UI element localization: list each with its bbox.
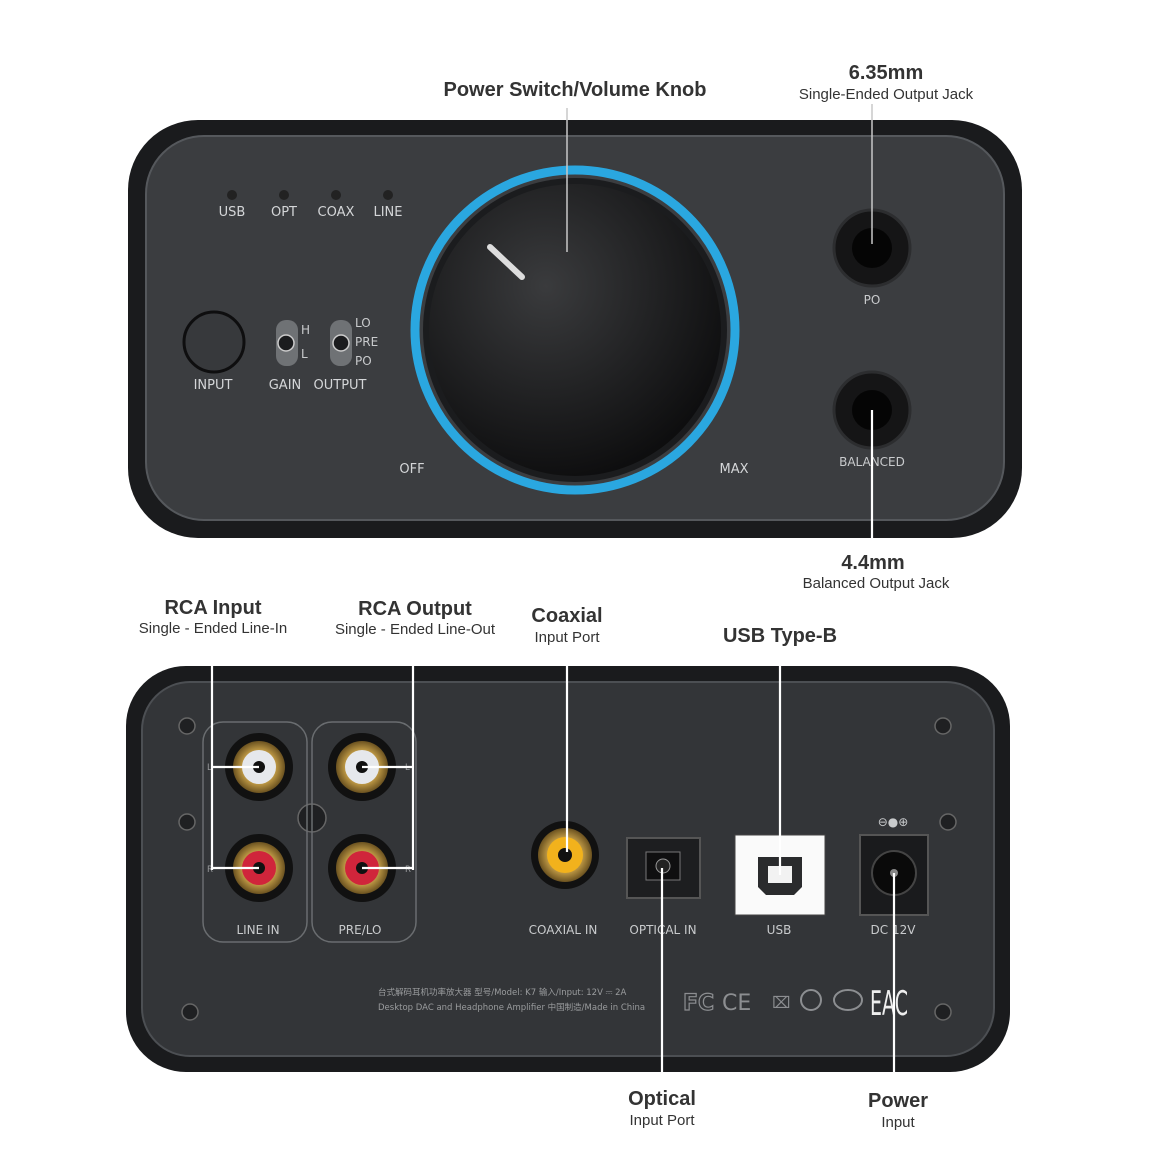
output-po-label: PO — [355, 354, 372, 368]
coaxial-in-label: COAXIAL IN — [529, 923, 598, 937]
volume-knob[interactable] — [410, 165, 740, 495]
gain-switch[interactable]: H L GAIN — [269, 320, 310, 393]
rca-in-callout-title: RCA Input — [164, 597, 261, 619]
knob-max-label: MAX — [719, 462, 748, 477]
coaxial-jack[interactable] — [531, 821, 599, 889]
output-label: OUTPUT — [314, 378, 367, 393]
optical-port[interactable] — [626, 837, 701, 899]
input-button[interactable] — [182, 310, 246, 374]
power-callout-subtitle: Input — [881, 1114, 915, 1131]
usb-label: USB — [767, 923, 792, 937]
knob-callout-title: Power Switch/Volume Knob — [444, 79, 707, 101]
knob-off-label: OFF — [399, 462, 424, 477]
rca-in-leader-line — [210, 640, 259, 870]
info-line-1: 台式解码耳机功率放大器 型号/Model: K7 输入/Input: 12V ⎓… — [378, 987, 627, 998]
eac-logo: EAC — [870, 984, 908, 1024]
gain-label: GAIN — [269, 378, 302, 393]
front-panel: USB OPT COAX LINE INPUT H L GAIN LO PRE … — [128, 120, 1022, 538]
indicator-opt: OPT — [271, 205, 297, 220]
ce-logo: CE — [722, 991, 751, 1016]
pre-lo-group — [311, 721, 417, 943]
line-in-l-mark: L — [207, 763, 212, 773]
pre-lo-label: PRE/LO — [339, 923, 382, 937]
output-switch[interactable]: LO PRE PO OUTPUT — [314, 316, 379, 393]
weee-icon: ⌧ — [772, 993, 790, 1012]
indicator-coax: COAX — [318, 205, 355, 220]
optical-callout-subtitle: Input Port — [629, 1112, 695, 1129]
optical-callout-title: Optical — [628, 1088, 696, 1110]
rca-out-leader-line — [362, 640, 415, 870]
line-in-r-mark: R — [207, 865, 213, 875]
line-in-group — [202, 721, 308, 943]
po-label: PO — [864, 293, 881, 307]
bal-jack-callout-subtitle: Balanced Output Jack — [803, 575, 950, 592]
pre-lo-r-mark: R — [405, 865, 411, 875]
bal-jack-callout-title: 4.4mm — [841, 552, 904, 574]
certification-marks: FC CE ⌧ EAC — [682, 984, 908, 1024]
line-in-label: LINE IN — [236, 923, 279, 937]
input-button-label: INPUT — [194, 378, 233, 393]
polarity-symbol: ⊖●⊕ — [878, 815, 909, 829]
coax-callout-title: Coaxial — [531, 605, 602, 627]
ccc-icon — [833, 989, 863, 1011]
indicator-line: LINE — [373, 205, 402, 220]
indicator-leds: USB OPT COAX LINE — [219, 190, 403, 220]
rca-out-callout-title: RCA Output — [358, 598, 472, 620]
rca-in-callout-subtitle: Single - Ended Line-In — [139, 620, 287, 637]
fcc-logo: FC — [683, 991, 714, 1016]
se-jack-callout-subtitle: Single-Ended Output Jack — [799, 86, 974, 103]
coax-callout-subtitle: Input Port — [534, 629, 600, 646]
output-pre-label: PRE — [355, 335, 378, 349]
gain-l-label: L — [301, 347, 308, 361]
usb-callout-title: USB Type-B — [723, 625, 837, 647]
po-jack[interactable] — [832, 208, 912, 288]
knob-ring — [410, 165, 740, 495]
recycle-icon — [800, 989, 822, 1011]
output-lo-label: LO — [355, 316, 371, 330]
info-line-2: Desktop DAC and Headphone Amplifier 中国制造… — [378, 1002, 645, 1013]
power-callout-title: Power — [868, 1090, 928, 1112]
indicator-usb: USB — [219, 205, 246, 220]
knob-indicator — [487, 244, 525, 280]
se-jack-callout-title: 6.35mm — [849, 62, 924, 84]
rca-out-callout-subtitle: Single - Ended Line-Out — [335, 621, 496, 638]
gain-h-label: H — [301, 323, 310, 337]
